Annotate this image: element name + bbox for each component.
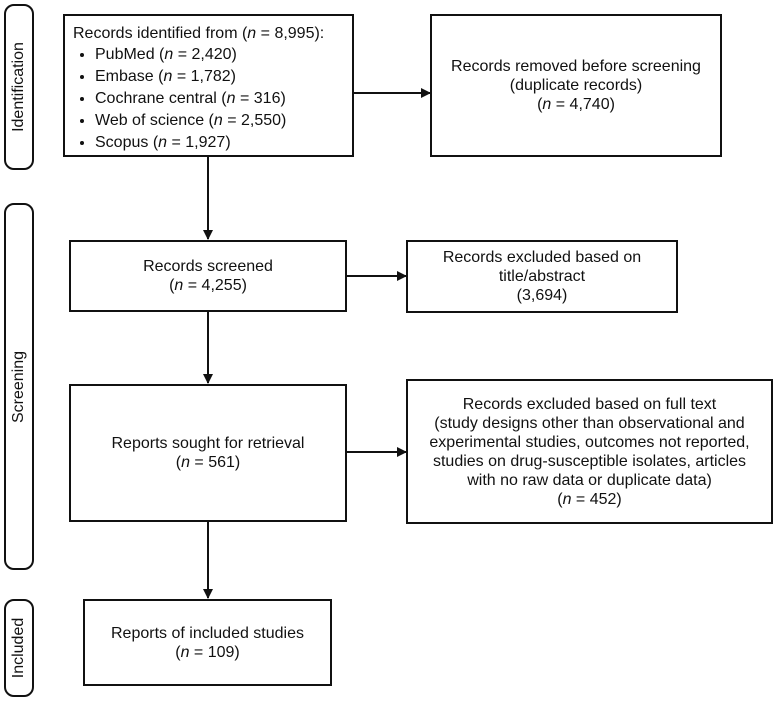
excluded-full-line4: studies on drug-susceptible isolates, ar… xyxy=(432,452,747,470)
excluded-title-count: (3,694) xyxy=(516,287,568,304)
source-list: PubMed (n = 2,420) Embase (n = 1,782) Co… xyxy=(73,45,346,152)
reports-sought-box: Reports sought for retrieval (n = 561) xyxy=(69,384,347,522)
records-removed-line1: Records removed before screening xyxy=(451,58,701,75)
source-item: Embase (n = 1,782) xyxy=(95,67,346,86)
stage-identification: Identification xyxy=(4,4,34,170)
included-studies-count: (n = 109) xyxy=(175,643,240,661)
reports-sought-label: Reports sought for retrieval xyxy=(111,435,305,452)
source-item: Web of science (n = 2,550) xyxy=(95,111,346,130)
included-studies-label: Reports of included studies xyxy=(111,624,304,642)
excluded-title-line1: Records excluded based on xyxy=(442,249,642,266)
records-screened-box: Records screened (n = 4,255) xyxy=(69,240,347,312)
excluded-full-line5: with no raw data or duplicate data) xyxy=(467,471,712,489)
stage-screening: Screening xyxy=(4,203,34,570)
excluded-full-line3: experimental studies, outcomes not repor… xyxy=(429,433,750,451)
records-removed-count: (n = 4,740) xyxy=(537,96,615,113)
included-studies-box: Reports of included studies (n = 109) xyxy=(83,599,332,686)
records-screened-label: Records screened xyxy=(143,258,273,275)
excluded-full-line2: (study designs other than observational … xyxy=(434,414,745,432)
reports-sought-count: (n = 561) xyxy=(175,454,241,471)
records-identified-title: Records identified from (n = 8,995): xyxy=(73,25,325,42)
stage-included: Included xyxy=(4,599,34,697)
source-item: Cochrane central (n = 316) xyxy=(95,89,346,108)
records-removed-box: Records removed before screening (duplic… xyxy=(430,14,722,157)
records-identified-box: Records identified from (n = 8,995): Pub… xyxy=(63,14,354,157)
records-screened-count: (n = 4,255) xyxy=(169,277,247,294)
records-excluded-full-box: Records excluded based on full text (stu… xyxy=(406,379,773,524)
records-excluded-title-box: Records excluded based on title/abstract… xyxy=(406,240,678,313)
excluded-full-line1: Records excluded based on full text xyxy=(462,395,717,413)
excluded-title-line2: title/abstract xyxy=(498,268,586,285)
excluded-full-count: (n = 452) xyxy=(557,490,622,508)
source-item: PubMed (n = 2,420) xyxy=(95,45,346,64)
records-removed-line2: (duplicate records) xyxy=(509,77,643,94)
source-item: Scopus (n = 1,927) xyxy=(95,133,346,152)
